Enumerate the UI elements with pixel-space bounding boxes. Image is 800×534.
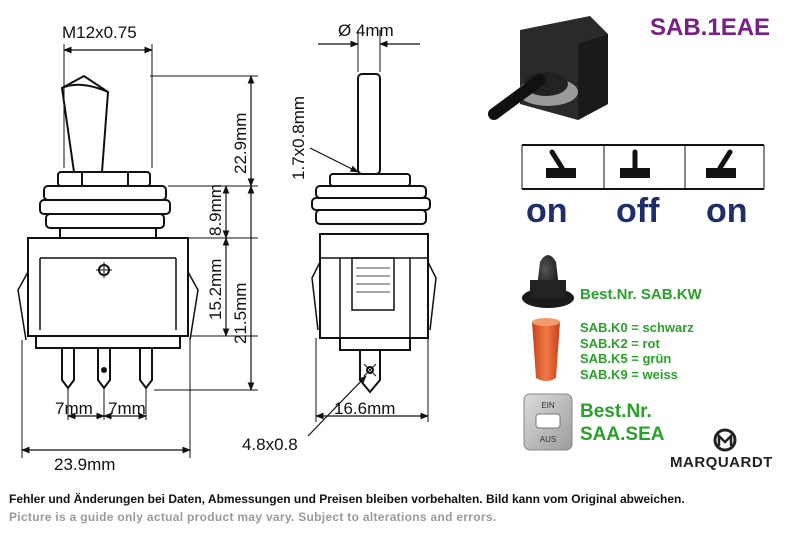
- side-width-dim: 16.6mm: [334, 399, 395, 418]
- brand-name: MARQUARDT: [670, 454, 773, 471]
- plate-order-line1: Best.Nr.: [580, 401, 652, 422]
- black-cap-icon: [522, 255, 574, 308]
- terminal-dim: 4.8x0.8: [242, 435, 298, 454]
- label-plate-icon: EIN AUS: [523, 393, 573, 451]
- front-view: [17, 44, 258, 458]
- plate-text-bottom: AUS: [540, 435, 556, 444]
- state-label-on-1: on: [526, 192, 568, 230]
- plate-order-number: Best.Nr. SAA.SEA: [580, 400, 664, 446]
- thread-dim: M12x0.75: [62, 23, 137, 42]
- colour-code-list: SAB.K0 = schwarz SAB.K2 = rot SAB.K5 = g…: [580, 320, 694, 382]
- colour-code-item: SAB.K9 = weiss: [580, 366, 678, 382]
- lever-height-dim: 22.9mm: [231, 113, 250, 174]
- pin-pitch-right-dim: 7mm: [108, 399, 146, 418]
- cap-order-number: Best.Nr. SAB.KW: [580, 286, 702, 303]
- disclaimer-english: Picture is a guide only actual product m…: [9, 510, 497, 524]
- disclaimer-german: Fehler und Änderungen bei Daten, Abmessu…: [9, 492, 685, 506]
- red-cap-icon: [532, 318, 560, 381]
- state-label-on-2: on: [706, 192, 748, 230]
- body-width-dim: 23.9mm: [54, 455, 115, 474]
- pin-pitch-left-dim: 7mm: [55, 399, 93, 418]
- side-view: [307, 30, 437, 437]
- shaft-diameter-dim: Ø 4mm: [338, 21, 394, 40]
- colour-code-item: SAB.K2 = rot: [580, 335, 660, 351]
- lever-tip-dim: 1.7x0.8mm: [289, 96, 308, 180]
- colour-code-item: SAB.K5 = grün: [580, 351, 672, 366]
- switch-photo: [488, 16, 608, 120]
- body-height-dim: 15.2mm: [206, 259, 225, 320]
- bushing-height-dim: 8.9mm: [206, 184, 225, 236]
- marquardt-logo-icon: [713, 428, 737, 452]
- total-body-dim: 21.5mm: [231, 283, 250, 344]
- colour-code-item: SAB.K0 = schwarz: [580, 320, 694, 335]
- switch-state-table: [521, 144, 765, 190]
- state-label-off: off: [616, 192, 660, 230]
- plate-text-top: EIN: [541, 401, 555, 410]
- product-code: SAB.1EAE: [650, 14, 771, 41]
- plate-order-line2: SAA.SEA: [580, 424, 665, 445]
